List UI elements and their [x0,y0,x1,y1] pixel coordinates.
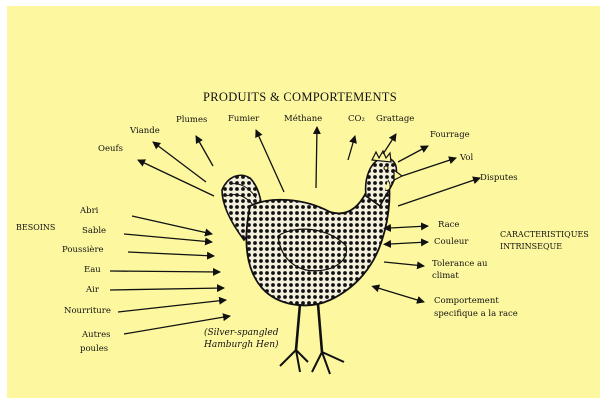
label-besoins: BESOINS [16,223,55,233]
label-poules: poules [80,344,108,354]
label-plumes: Plumes [176,115,207,125]
label-comportement: Comportement [434,296,499,306]
label-viande: Viande [130,126,160,136]
label-disputes: Disputes [480,173,518,183]
label-race: Race [438,220,459,230]
label-air: Air [86,285,99,295]
label-grattage: Grattage [376,114,414,124]
label-co2: CO₂ [348,114,365,124]
need-arrows [110,216,230,334]
hen-comb [372,151,391,162]
hen-feet [280,350,344,374]
hen-head [366,158,397,206]
label-couleur: Couleur [434,237,468,247]
hen-legs [296,304,322,352]
label-vol: Vol [460,153,473,163]
label-autres: Autres [82,330,110,340]
label-abri: Abri [80,206,98,216]
label-oeufs: Oeufs [98,144,123,154]
hen-eye [384,166,388,170]
caption-breed-line2: Hamburgh Hen) [204,340,279,351]
label-sable: Sable [82,226,106,236]
product-arrows [138,127,480,206]
label-caracteristiques: CARACTERISTIQUES [500,230,589,240]
label-methane: Méthane [284,114,322,124]
label-intrinseque: INTRINSEQUE [500,242,562,252]
label-climat: climat [432,271,459,281]
label-eau: Eau [84,265,101,275]
label-tolerance: Tolerance au [432,259,488,269]
trait-arrows [378,226,428,302]
diagram-title: PRODUITS & COMPORTEMENTS [203,90,397,105]
label-poussiere: Poussière [62,245,104,255]
label-fourrage: Fourrage [430,130,470,140]
label-nourriture: Nourriture [64,306,111,316]
label-fumier: Fumier [228,114,259,124]
label-specifique: specifique a la race [434,309,518,319]
caption-breed-line1: (Silver-spangled [204,328,278,339]
hen-beak [394,170,402,180]
